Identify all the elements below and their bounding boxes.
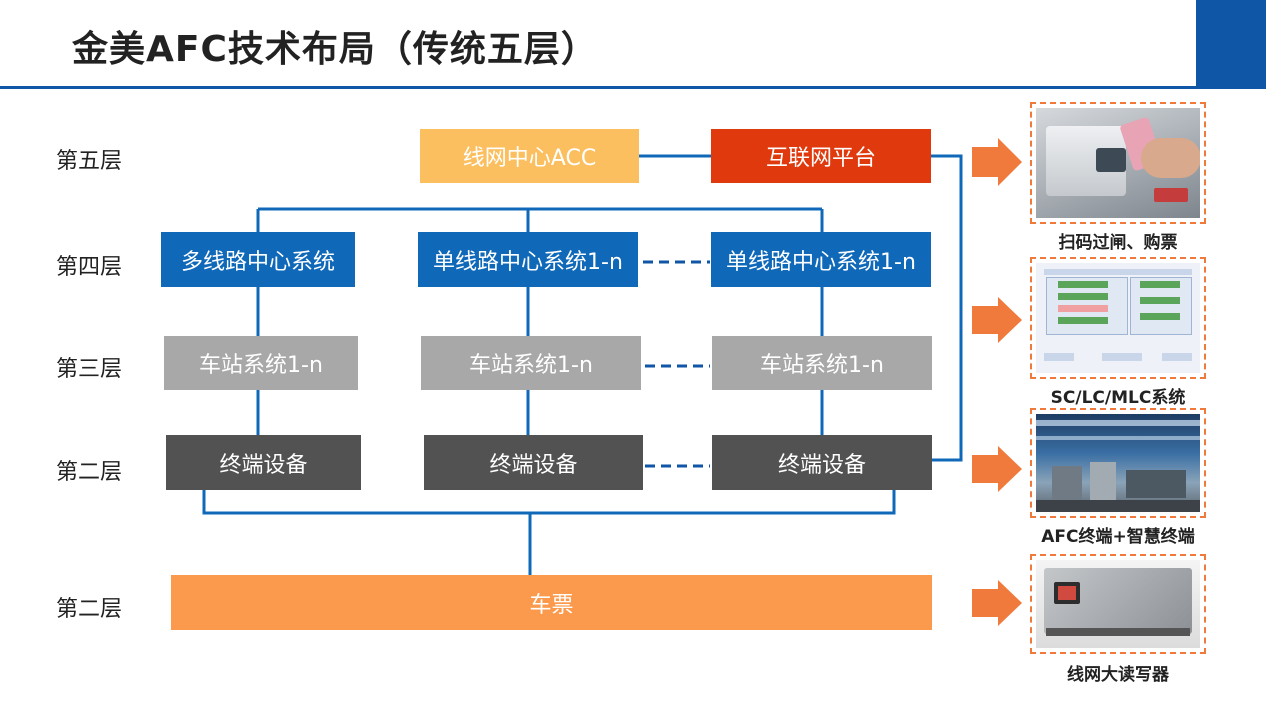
- arrow-icon: [972, 138, 1022, 186]
- arrow-icon: [972, 297, 1022, 343]
- panel-frame-2: [1030, 257, 1206, 379]
- arrow-icon: [972, 446, 1022, 492]
- panel-frame-4: [1030, 554, 1206, 654]
- panel-caption-3: AFC终端+智慧终端: [1041, 527, 1195, 547]
- acc-box: 线网中心ACC: [420, 129, 639, 183]
- ticket-box: 车票: [171, 575, 932, 630]
- system-screenshot-icon: [1036, 263, 1200, 373]
- card-reader-photo-icon: [1036, 560, 1200, 648]
- terminal-device-box-3: 终端设备: [712, 435, 932, 490]
- page-title: 金美AFC技术布局（传统五层）: [72, 29, 598, 70]
- header-corner-block: [1196, 0, 1266, 89]
- multi-line-center-box: 多线路中心系统: [161, 232, 355, 287]
- panel-frame-1: [1030, 102, 1206, 224]
- layer-2-label: 第二层: [56, 460, 123, 485]
- gate-qr-scan-photo-icon: [1036, 108, 1200, 218]
- single-line-center-box-1: 单线路中心系统1-n: [418, 232, 638, 287]
- layer-4-label: 第四层: [56, 255, 123, 280]
- panel-caption-1: 扫码过闸、购票: [1058, 233, 1178, 253]
- station-hall-photo-icon: [1036, 414, 1200, 512]
- terminal-device-box-1: 终端设备: [166, 435, 361, 490]
- terminal-device-box-2: 终端设备: [424, 435, 643, 490]
- layer-3-label: 第三层: [56, 357, 123, 382]
- station-system-box-3: 车站系统1-n: [712, 336, 932, 390]
- layer-1-label: 第二层: [56, 597, 123, 622]
- station-system-box-1: 车站系统1-n: [164, 336, 358, 390]
- arrow-icon: [972, 580, 1022, 626]
- panel-caption-4: 线网大读写器: [1067, 665, 1169, 685]
- header-divider: [0, 86, 1196, 89]
- internet-platform-box: 互联网平台: [711, 129, 931, 183]
- layer-5-label: 第五层: [56, 149, 123, 174]
- single-line-center-box-2: 单线路中心系统1-n: [711, 232, 931, 287]
- panel-caption-2: SC/LC/MLC系统: [1050, 388, 1186, 408]
- panel-frame-3: [1030, 408, 1206, 518]
- station-system-box-2: 车站系统1-n: [421, 336, 641, 390]
